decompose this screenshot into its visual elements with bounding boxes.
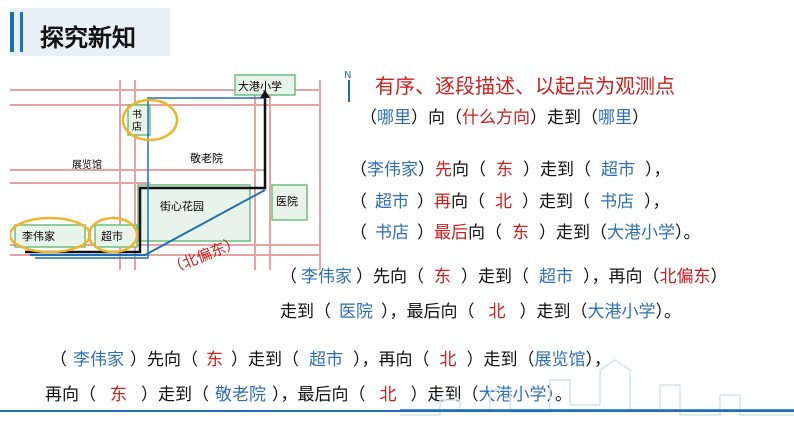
garden-block xyxy=(137,184,251,242)
arrow-head xyxy=(260,90,270,98)
template-where2: 哪里 xyxy=(598,108,632,128)
title-bar-left xyxy=(10,12,14,52)
highlight-market xyxy=(87,216,139,254)
bottom-divider xyxy=(0,410,794,412)
north-label: N xyxy=(344,70,352,81)
template-line: （哪里）向（什么方向）走到（哪里） xyxy=(360,103,649,128)
route1-line1: （李伟家）先向（东）走到（超市）， xyxy=(350,160,671,180)
template-where1: 哪里 xyxy=(377,108,411,128)
map-label-hospital: 医院 xyxy=(276,194,298,208)
route-line-1 xyxy=(25,98,267,254)
route-line-2 xyxy=(30,189,266,256)
route3-line2: 再向（东）走到（敬老院），最后向（北）走到（大港小学）。 xyxy=(45,385,572,405)
title-banner xyxy=(10,8,170,56)
map-label-exhibition: 展览馆 xyxy=(72,158,102,171)
route-line-3 xyxy=(35,97,265,259)
page-title: 探究新知 xyxy=(40,24,136,52)
method-heading: 有序、逐段描述、以起点为观测点 xyxy=(375,74,675,98)
route2-line1: （李伟家）先向（东）走到（超市），再向（北偏东） xyxy=(280,267,728,287)
map-label-bookstore-1: 书 xyxy=(132,109,142,121)
map-label-nursing: 敬老院 xyxy=(190,151,223,165)
north-arrow-icon xyxy=(348,80,350,102)
route-map: 大港小学 书 店 展览馆 敬老院 街心花园 医院 李伟家 超市 （北偏东） xyxy=(10,74,321,270)
route1-line3: （书店）最后向（东）走到（大港小学）。 xyxy=(350,223,701,243)
home-block xyxy=(14,224,86,248)
route2-line2: 走到（医院），最后向（北）走到（大港小学）。 xyxy=(280,302,681,322)
map-label-market: 超市 xyxy=(101,229,123,243)
route3-line1: （李伟家）先向（东）走到（超市），再向（北）走到（展览馆）， xyxy=(50,350,611,370)
map-label-bookstore-2: 店 xyxy=(132,120,142,133)
template-direction: 什么方向 xyxy=(462,108,530,128)
title-bar-right xyxy=(20,12,23,52)
map-label-school: 大港小学 xyxy=(238,79,282,93)
hospital-block xyxy=(271,184,308,221)
bookstore-block xyxy=(127,104,151,136)
city-skyline xyxy=(400,359,794,416)
map-label-home: 李伟家 xyxy=(22,229,55,243)
highlight-bookstore xyxy=(121,98,179,142)
map-label-garden: 街心花园 xyxy=(160,199,204,213)
route1-line2: （超市）再向（北）走到（书店）， xyxy=(350,192,670,212)
